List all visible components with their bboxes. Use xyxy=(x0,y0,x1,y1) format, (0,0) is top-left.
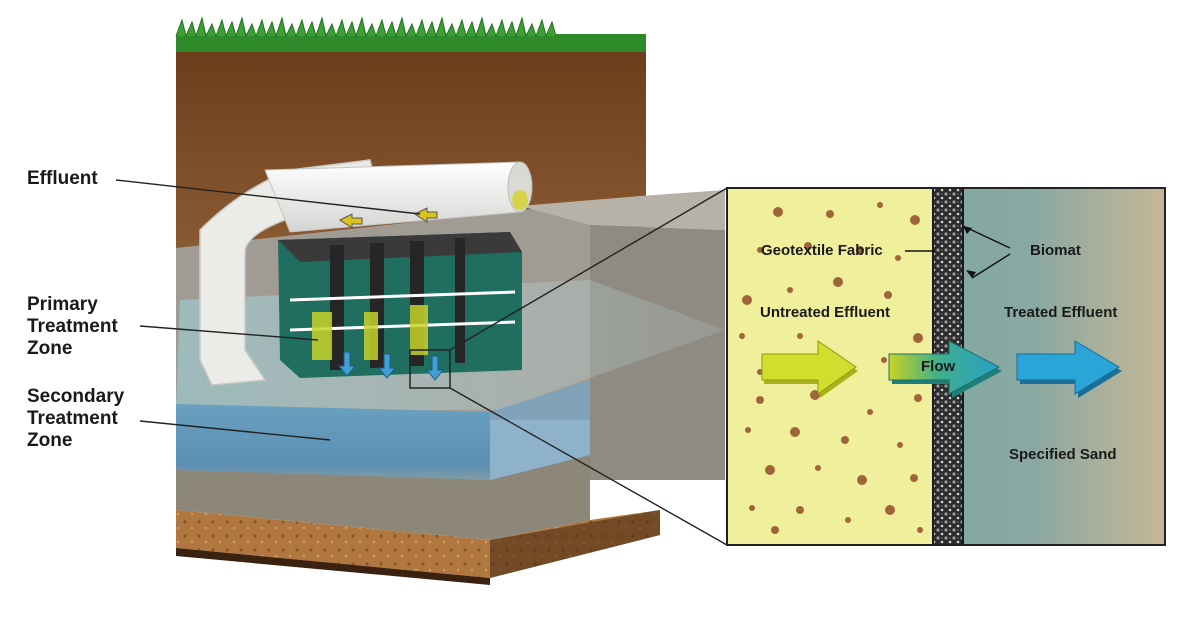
chamber-row xyxy=(278,207,522,378)
geotextile-fabric-label: Geotextile Fabric xyxy=(761,242,883,259)
detail-panel xyxy=(726,187,1166,546)
treated-arrow xyxy=(1016,340,1122,398)
effluent-label: Effluent xyxy=(27,168,98,189)
zoom-box xyxy=(409,349,451,389)
specified-sand-label: Specified Sand xyxy=(1009,446,1117,463)
primary-zone-label: Primary Treatment Zone xyxy=(27,294,118,359)
callout-lines xyxy=(115,179,728,546)
downflow-arrows xyxy=(337,351,445,381)
sand-particles xyxy=(739,202,923,534)
grass-strip xyxy=(175,16,646,52)
flow-arrow xyxy=(888,340,1002,398)
secondary-zone-slab xyxy=(176,404,490,490)
distribution-pipe xyxy=(264,161,533,233)
untreated-effluent-label: Untreated Effluent xyxy=(760,304,891,321)
untreated-arrow xyxy=(761,340,858,398)
sand-bed xyxy=(176,455,590,540)
trench-shoulder xyxy=(520,190,725,230)
secondary-zone-label: Secondary Treatment Zone xyxy=(27,386,125,451)
treated-effluent-label: Treated Effluent xyxy=(1004,304,1118,321)
biomat-label: Biomat xyxy=(1030,242,1081,259)
flow-label: Flow xyxy=(921,358,956,375)
treatment-chambers xyxy=(199,159,533,389)
